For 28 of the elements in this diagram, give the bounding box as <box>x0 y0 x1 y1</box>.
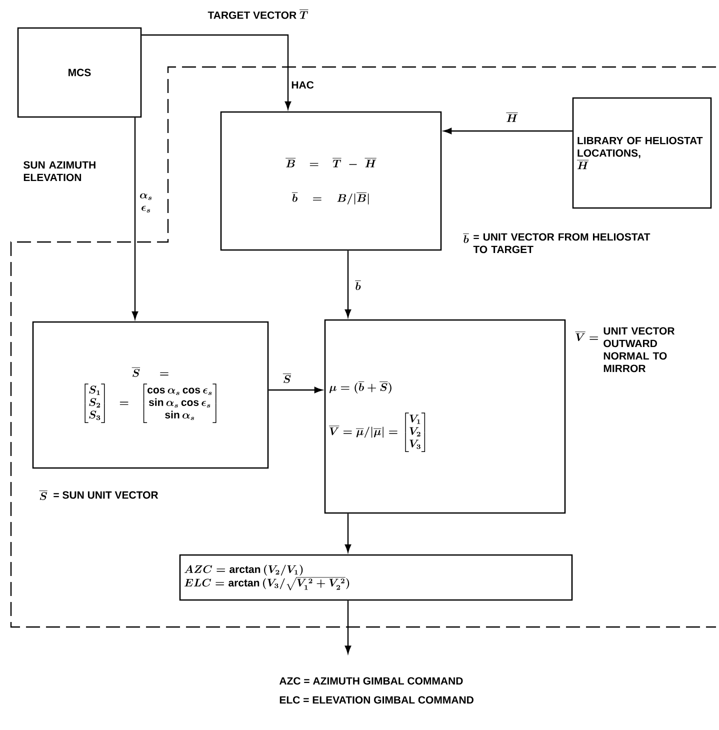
note-text: SUN AZIMUTH ELEVATION <box>24 161 96 182</box>
note-text: AZC = AZIMUTH GIMBAL COMMAND <box>279 677 463 685</box>
arrow <box>444 128 572 134</box>
note-text: ELC = ELEVATION GIMBAL COMMAND <box>280 696 474 704</box>
note-text: $\overline{b}$ <box>463 234 469 243</box>
process-box: MCS <box>17 27 142 118</box>
arrow <box>344 600 352 654</box>
process-box: $\overline{S} =$ $\begin{bmatrix}S_1\\ S_2\\ S_3\end{bmatrix} = \begin{bmatrix}\cos\alpha_s\cos\epsilon_s\\ \sin\alpha_s\cos\epsilon_s\\ \sin\alpha_s\end{bmatrix}$ <box>32 321 269 469</box>
arrow <box>344 514 352 552</box>
note-text: $\overline{V} =$ <box>575 332 598 342</box>
library-box: LIBRARY OF HELIOSTAT LOCATIONS, $\overline{H}$ <box>572 97 712 209</box>
note-text: UNIT VECTOR OUTWARD NORMAL TO MIRROR <box>604 327 675 372</box>
edge-label: $\overline{b}$ <box>354 279 362 291</box>
edge-label: $\overline{H}$ <box>505 111 519 123</box>
edge-label: $\overline{S}$ <box>282 372 292 384</box>
arrow <box>142 34 292 110</box>
arrow <box>132 118 138 320</box>
region-label: HAC <box>292 81 314 89</box>
note-text: $\overline{S}$ <box>39 490 48 500</box>
process-box: $\mu = (\overline{b} + \overline{S})$ $\overline{V} = \overline{\mu}/|\overline{\mu}| = \begin{bmatrix}V_1\\ V_2\\ V_3\end{bmatrix}$ <box>324 319 566 514</box>
arrow <box>344 250 352 318</box>
edge-label: $\text{TARGET VECTOR }\overline{T}$ <box>206 8 310 20</box>
note-text: = SUN UNIT VECTOR <box>54 491 158 499</box>
note-text: = UNIT VECTOR FROM HELIOSTAT TO TARGET <box>473 233 650 254</box>
process-box: $AZC = \arctan\,(V_2/V_1)$ $ELC = \arctan\,(V_3/\sqrt{V_1^{\,2} + V_2^{\,2}})$ <box>179 554 573 601</box>
arrow <box>268 386 322 394</box>
edge-label: $\begin{matrix}\alpha_s\\ \epsilon_s\end{matrix}$ <box>138 188 154 216</box>
process-box: $\overline{B} = \overline{T} - \overline{H}$ $\overline{b} = B/|\overline{B}|$ <box>220 111 442 251</box>
